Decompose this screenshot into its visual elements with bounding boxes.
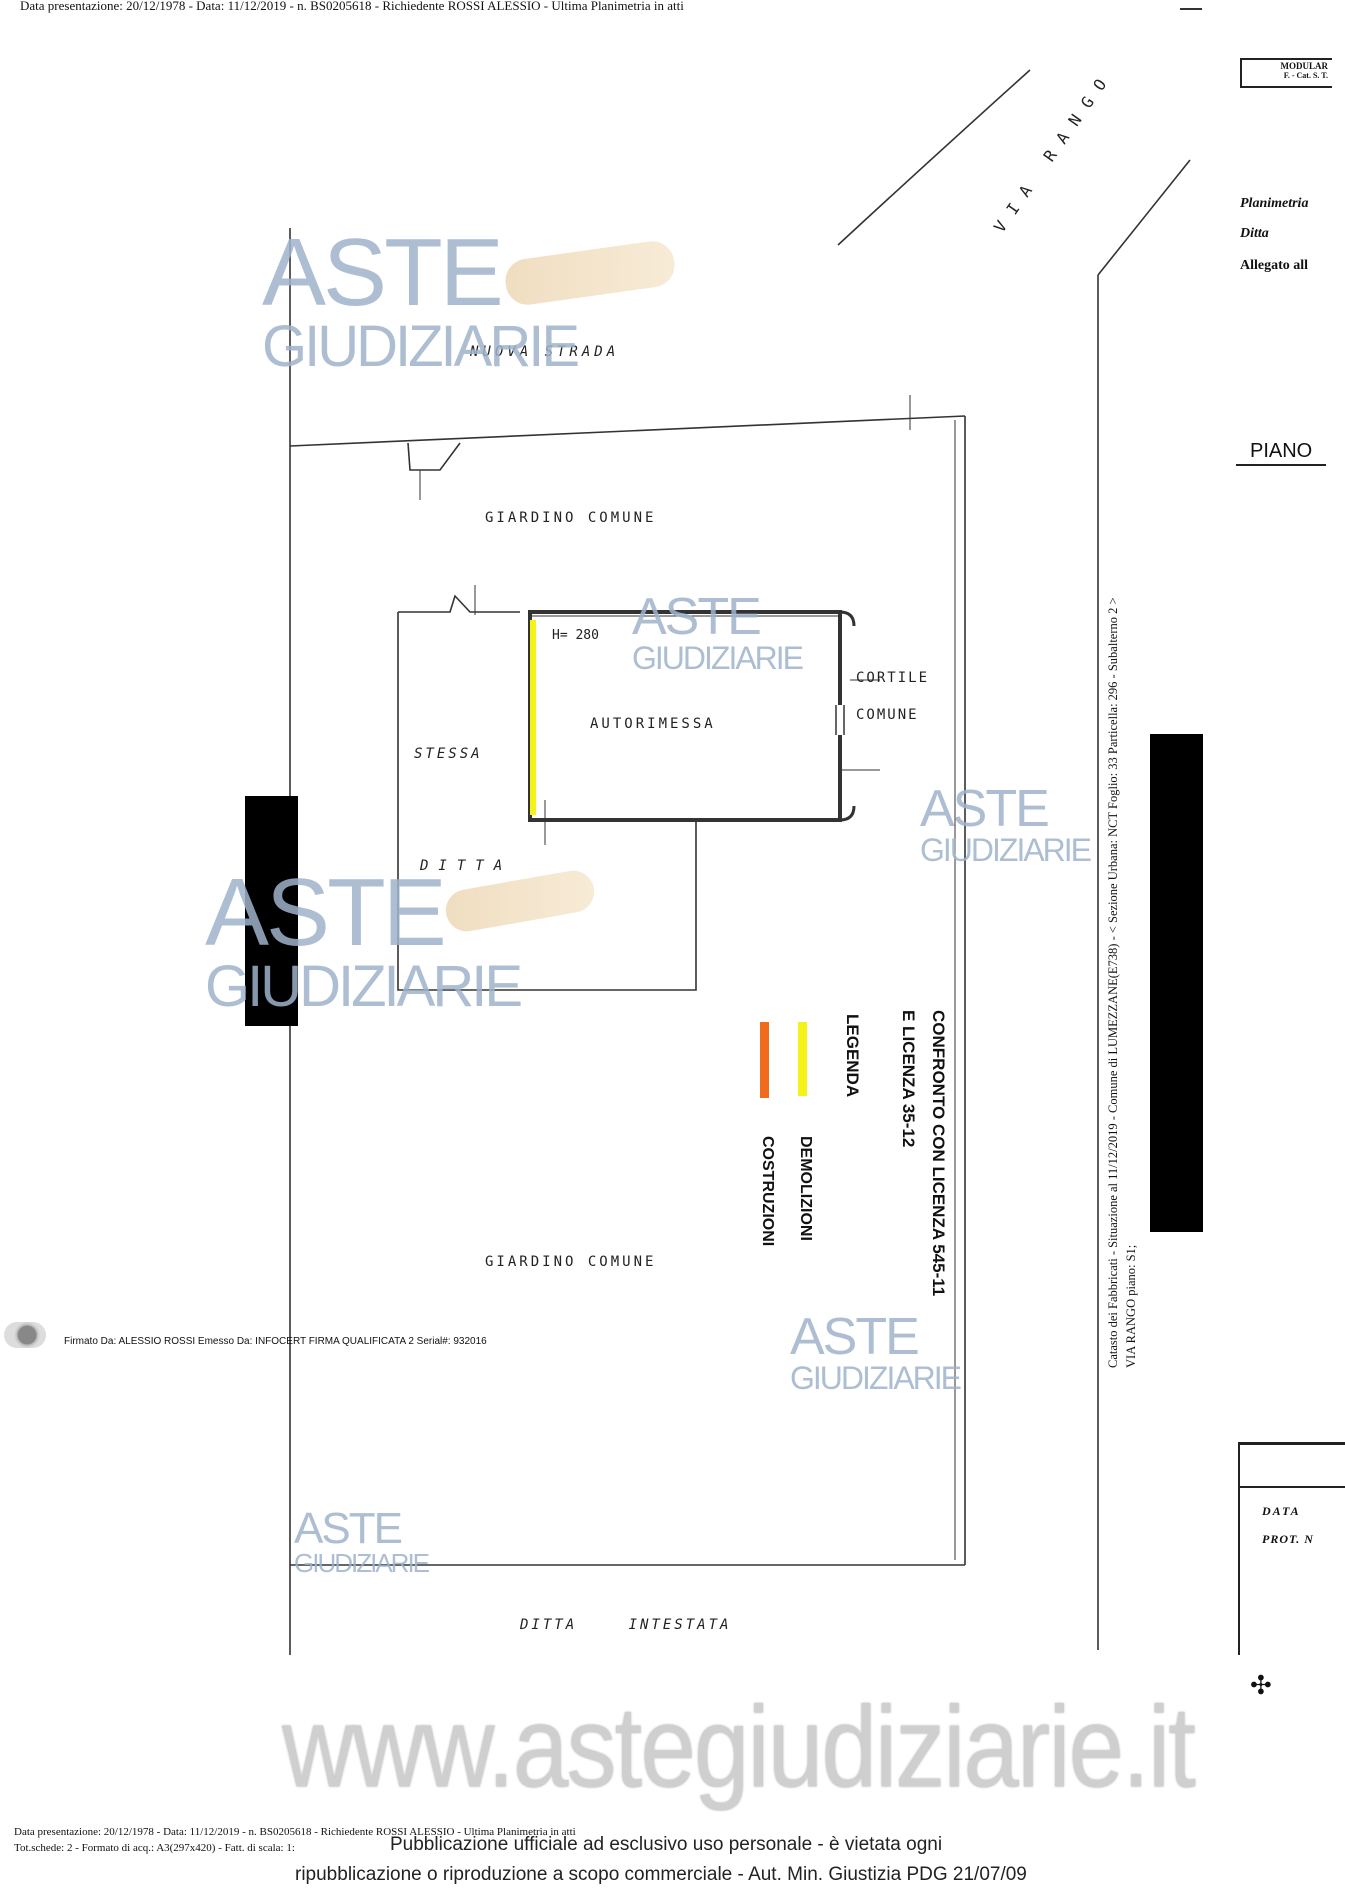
piano-underline bbox=[1236, 464, 1326, 466]
redaction-bar-right bbox=[1150, 734, 1203, 1232]
legend-costruzioni-swatch bbox=[760, 1022, 769, 1098]
comune-label: COMUNE bbox=[856, 707, 919, 723]
stessa-label: STESSA bbox=[414, 746, 483, 762]
watermark-aste-5: ASTE GIUDIZIARIE bbox=[790, 1308, 962, 1396]
legend-title-2: E LICENZA 35-12 bbox=[899, 1010, 918, 1148]
watermark-aste-6: ASTE GIUDIZIARIE bbox=[294, 1504, 430, 1578]
via-rango-line-1 bbox=[837, 69, 1031, 246]
prot-label: PROT. N bbox=[1262, 1532, 1314, 1546]
cadastre-line-1: Catasto dei Fabbricati - Situazione al 1… bbox=[1106, 597, 1120, 1368]
modular-sub: F. - Cat. S. T. bbox=[1283, 71, 1328, 80]
legend-title-1: CONFRONTO CON LICENZA 545-11 bbox=[929, 1010, 948, 1297]
footer-line-2: Tot.schede: 2 - Formato di acq.: A3(297x… bbox=[14, 1842, 295, 1854]
legend-label: LEGENDA bbox=[843, 1014, 862, 1098]
notice-line-2: ripubblicazione o riproduzione a scopo c… bbox=[295, 1864, 1027, 1885]
piano-label: PIANO bbox=[1250, 440, 1313, 462]
watermark-aste-2: ASTE GIUDIZIARIE bbox=[632, 588, 804, 676]
watermark-aste-4: ASTE GIUDIZIARIE bbox=[205, 859, 523, 1019]
cortile-label: CORTILE bbox=[856, 670, 930, 686]
legend-demolizioni-swatch bbox=[798, 1022, 807, 1096]
lot-top-edge bbox=[289, 415, 966, 447]
signature-text: Firmato Da: ALESSIO ROSSI Emesso Da: INF… bbox=[64, 1336, 487, 1347]
planimetria-label: Planimetria bbox=[1240, 196, 1309, 211]
giardino-comune-bottom-label: GIARDINO COMUNE bbox=[485, 1254, 657, 1270]
height-label: H= 280 bbox=[552, 628, 599, 643]
cadastre-line-2: VIA RANGO piano: S1; bbox=[1124, 1244, 1138, 1368]
nuova-strada-label: NUOVA STRADA bbox=[470, 344, 620, 360]
footer-line-1: Data presentazione: 20/12/1978 - Data: 1… bbox=[14, 1826, 576, 1838]
notice-line-1: Pubblicazione ufficiale ad esclusivo uso… bbox=[390, 1834, 943, 1855]
ditta-plan-label: DITTA bbox=[420, 858, 513, 874]
redaction-bar-left bbox=[245, 796, 298, 1026]
watermark-aste-3: ASTE GIUDIZIARIE bbox=[920, 780, 1092, 868]
legend-costruzioni: COSTRUZIONI bbox=[759, 1136, 776, 1247]
allegato-label: Allegato all bbox=[1240, 258, 1309, 273]
data-prot-divider bbox=[1238, 1486, 1345, 1488]
header-dash bbox=[1180, 8, 1202, 10]
giardino-comune-top-label: GIARDINO COMUNE bbox=[485, 510, 657, 526]
ditta-intestata-label: DITTA INTESTATA bbox=[520, 1617, 732, 1633]
autorimessa-label: AUTORIMESSA bbox=[590, 716, 716, 732]
compass-icon: ✣ bbox=[1250, 1670, 1272, 1700]
ditta-label: Ditta bbox=[1240, 226, 1269, 241]
legend-demolizioni: DEMOLIZIONI bbox=[797, 1136, 814, 1241]
modular-box: MODULAR F. - Cat. S. T. bbox=[1240, 58, 1332, 88]
header-line: Data presentazione: 20/12/1978 - Data: 1… bbox=[20, 0, 684, 13]
watermark-aste-1: ASTE GIUDIZIARIE bbox=[262, 219, 580, 379]
via-rango-line-2 bbox=[1097, 159, 1191, 276]
data-prot-box bbox=[1238, 1442, 1345, 1655]
modular-label: MODULAR bbox=[1280, 61, 1329, 71]
signature-seal-icon bbox=[4, 1322, 46, 1348]
url-watermark: www.astegiudiziarie.it bbox=[282, 1683, 1196, 1812]
data-label: DATA bbox=[1262, 1504, 1301, 1518]
